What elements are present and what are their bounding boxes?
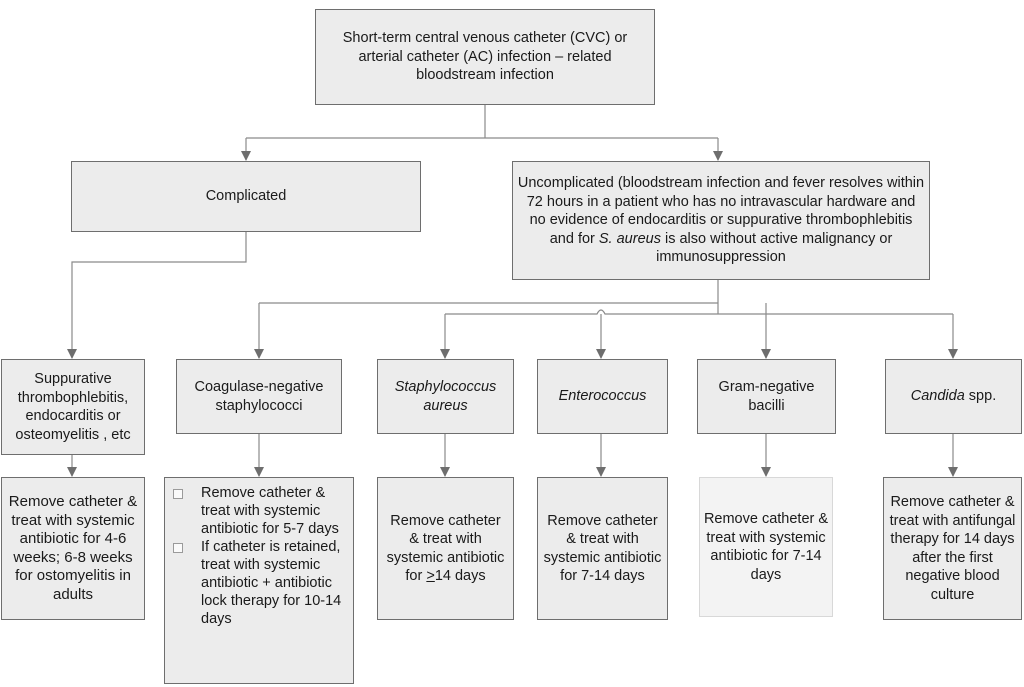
category-enterococcus-label: Enterococcus — [558, 388, 647, 405]
root-text: Short-term central venous catheter (CVC)… — [342, 30, 628, 84]
complicated-text: Complicated — [205, 188, 287, 205]
connector-children-bar-lower — [445, 309, 953, 315]
category-gramneg: Gram-negative bacilli — [697, 359, 836, 434]
treatment-saureus: Remove catheter & treat with systemic an… — [377, 477, 514, 620]
treatment-gramneg-text: Remove catheter & treat with systemic an… — [703, 511, 829, 583]
category-cons: Coagulase-negative staphylococci — [176, 359, 342, 434]
category-saureus: Staphylococcus aureus — [377, 359, 514, 434]
treatment-gramneg: Remove catheter & treat with systemic an… — [699, 477, 833, 617]
category-cons-label: Coagulase-negative staphylococci — [194, 379, 324, 414]
category-suppurative-label: Suppurative thrombophlebitis, endocardit… — [15, 371, 131, 443]
treatment-cons-item-text: Remove catheter & treat with systemic an… — [201, 485, 339, 537]
category-gramneg-label: Gram-negative bacilli — [718, 379, 815, 414]
treatment-suppurative: Remove catheter & treat with systemic an… — [1, 477, 145, 620]
category-suppurative: Suppurative thrombophlebitis, endocardit… — [1, 359, 145, 455]
bullet-icon — [173, 543, 183, 553]
treatment-cons-item: If catheter is retained, treat with syst… — [173, 538, 347, 628]
treatment-enterococcus: Remove catheter & treat with systemic an… — [537, 477, 668, 620]
treatment-cons: Remove catheter & treat with systemic an… — [164, 477, 354, 684]
treatment-candida-text: Remove catheter & treat with antifungal … — [889, 494, 1016, 603]
uncomplicated-text: Uncomplicated (bloodstream infection and… — [517, 175, 925, 266]
category-candida: Candida spp. — [885, 359, 1022, 434]
complicated-node: Complicated — [71, 161, 421, 232]
root-node: Short-term central venous catheter (CVC)… — [315, 9, 655, 105]
category-candida-label: Candida spp. — [910, 388, 997, 405]
treatment-suppurative-text: Remove catheter & treat with systemic an… — [8, 493, 138, 603]
treatment-candida: Remove catheter & treat with antifungal … — [883, 477, 1022, 620]
category-saureus-label: Staphylococcus aureus — [394, 379, 497, 414]
treatment-enterococcus-text: Remove catheter & treat with systemic an… — [543, 512, 662, 585]
bullet-icon — [173, 489, 183, 499]
treatment-cons-item-text: If catheter is retained, treat with syst… — [201, 539, 342, 627]
category-enterococcus: Enterococcus — [537, 359, 668, 434]
treatment-cons-item: Remove catheter & treat with systemic an… — [173, 484, 347, 538]
connector-complicated-down — [67, 232, 247, 359]
treatment-saureus-text: Remove catheter & treat with systemic an… — [386, 512, 505, 585]
uncomplicated-node: Uncomplicated (bloodstream infection and… — [512, 161, 930, 280]
